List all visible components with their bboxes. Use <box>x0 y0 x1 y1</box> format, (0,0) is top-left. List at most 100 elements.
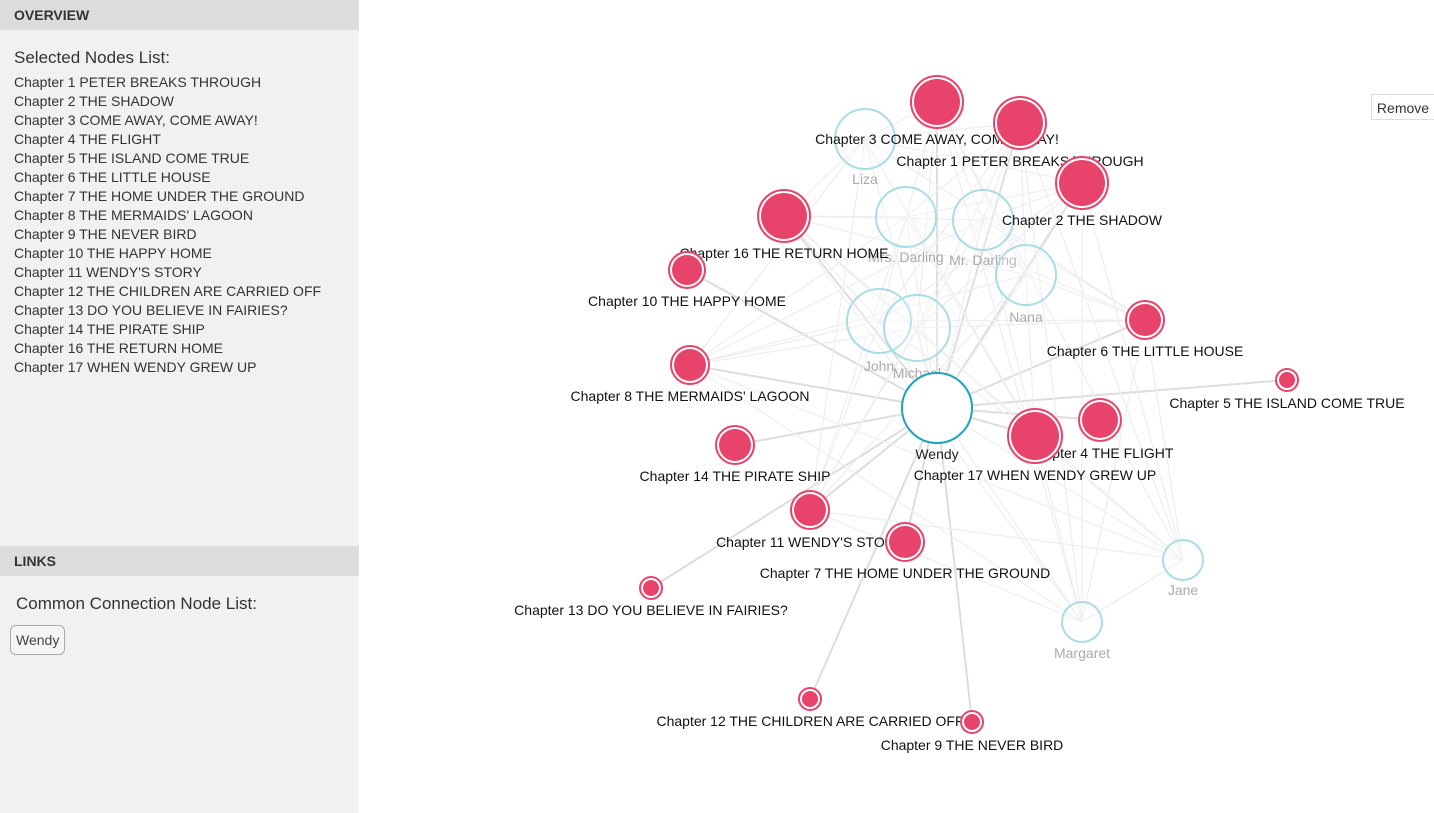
chapter-node[interactable]: Chapter 17 WHEN WENDY GREW UP <box>914 408 1156 483</box>
edge <box>783 215 1027 276</box>
chapter-node-circle[interactable] <box>889 526 921 558</box>
edge <box>936 407 1083 623</box>
edge <box>864 138 938 409</box>
chapter-node[interactable]: Chapter 4 THE FLIGHT <box>1027 398 1174 461</box>
character-label: Margaret <box>1054 645 1110 661</box>
edge <box>1144 319 1184 561</box>
chapter-node[interactable]: Chapter 8 THE MERMAIDS' LAGOON <box>571 345 810 404</box>
list-item[interactable]: Chapter 11 WENDY'S STORY <box>14 264 202 280</box>
character-node-circle[interactable] <box>952 189 1014 251</box>
list-item[interactable]: Chapter 13 DO YOU BELIEVE IN FAIRIES? <box>14 302 288 318</box>
edge <box>689 138 866 366</box>
chapter-node[interactable]: Chapter 6 THE LITTLE HOUSE <box>1047 300 1244 359</box>
chapter-node[interactable]: Chapter 13 DO YOU BELIEVE IN FAIRIES? <box>514 576 788 618</box>
character-node[interactable]: Jane <box>1162 539 1204 598</box>
chapter-label: Chapter 6 THE LITTLE HOUSE <box>1047 343 1244 359</box>
chapter-label: Chapter 11 WENDY'S STORY <box>716 534 905 550</box>
edge <box>809 327 918 511</box>
selected-nodes-list: Chapter 1 PETER BREAKS THROUGH Chapter 2… <box>14 73 321 377</box>
edge <box>878 182 1083 322</box>
sidebar: OVERVIEW Selected Nodes List: Chapter 1 … <box>0 0 359 813</box>
chapter-node-circle[interactable] <box>719 429 751 461</box>
edge <box>1019 122 1083 623</box>
chapter-node-circle[interactable] <box>1129 304 1161 336</box>
edge <box>1081 319 1146 623</box>
character-node[interactable]: John <box>846 288 912 374</box>
chapter-node[interactable]: Chapter 16 THE RETURN HOME <box>679 189 889 261</box>
edge <box>982 219 1036 437</box>
chapter-node[interactable]: Chapter 7 THE HOME UNDER THE GROUND <box>760 522 1050 581</box>
list-item[interactable]: Chapter 6 THE LITTLE HOUSE <box>14 169 211 185</box>
common-node-chip[interactable]: Wendy <box>10 625 66 655</box>
edge-layer <box>650 101 1288 723</box>
character-node[interactable]: Liza <box>834 108 896 187</box>
chapter-node-circle[interactable] <box>672 255 702 285</box>
chapter-node-circle[interactable] <box>674 349 706 381</box>
focus-node-circle[interactable] <box>901 372 973 444</box>
list-item[interactable]: Chapter 4 THE FLIGHT <box>14 131 161 147</box>
character-node-circle[interactable] <box>875 186 937 248</box>
character-node-circle[interactable] <box>995 244 1057 306</box>
chapter-node-circle[interactable] <box>914 79 960 125</box>
list-item[interactable]: Chapter 12 THE CHILDREN ARE CARRIED OFF <box>14 283 322 299</box>
chapter-node[interactable]: Chapter 12 THE CHILDREN ARE CARRIED OFF <box>656 687 964 729</box>
focus-node[interactable]: Wendy <box>901 372 973 462</box>
chapter-node-circle[interactable] <box>1059 160 1105 206</box>
edge <box>689 327 918 366</box>
edge <box>878 101 938 322</box>
character-node[interactable]: Michael <box>883 294 951 381</box>
list-item[interactable]: Chapter 16 THE RETURN HOME <box>14 340 224 356</box>
chapter-node-circle[interactable] <box>794 494 826 526</box>
chapter-node[interactable]: Chapter 14 THE PIRATE SHIP <box>640 425 831 484</box>
edge <box>809 320 880 511</box>
character-label: Jane <box>1168 582 1199 598</box>
chapter-node-circle[interactable] <box>1011 412 1059 460</box>
character-label: Nana <box>1009 309 1043 325</box>
chapter-label: Chapter 10 THE HAPPY HOME <box>588 293 786 309</box>
chapter-node-circle[interactable] <box>997 100 1043 146</box>
list-item[interactable]: Chapter 10 THE HAPPY HOME <box>14 245 212 261</box>
list-item[interactable]: Chapter 5 THE ISLAND COME TRUE <box>14 150 250 166</box>
chapter-node[interactable]: Chapter 11 WENDY'S STORY <box>716 490 905 550</box>
character-node-circle[interactable] <box>1061 601 1103 643</box>
character-node-circle[interactable] <box>834 108 896 170</box>
chapter-node[interactable]: Chapter 10 THE HAPPY HOME <box>588 251 786 309</box>
list-item[interactable]: Chapter 3 COME AWAY, COME AWAY! <box>14 112 258 128</box>
chapter-label: Chapter 9 THE NEVER BIRD <box>881 737 1064 753</box>
character-node[interactable]: Mr. Darling <box>949 189 1017 268</box>
edge <box>809 407 938 700</box>
character-node-circle[interactable] <box>1162 539 1204 581</box>
edge <box>689 364 938 409</box>
links-header: LINKS <box>0 546 359 576</box>
chapter-node[interactable]: Chapter 9 THE NEVER BIRD <box>881 710 1064 753</box>
edge <box>689 364 1184 561</box>
list-item[interactable]: Chapter 8 THE MERMAIDS' LAGOON <box>14 207 253 223</box>
focus-label: Wendy <box>915 446 958 462</box>
chapter-label: Chapter 8 THE MERMAIDS' LAGOON <box>571 388 810 404</box>
chapter-node-circle[interactable] <box>1082 402 1118 438</box>
list-item[interactable]: Chapter 1 PETER BREAKS THROUGH <box>14 74 262 90</box>
chapter-node-circle[interactable] <box>1279 372 1295 388</box>
chapter-node-circle[interactable] <box>643 580 659 596</box>
list-item[interactable]: Chapter 7 THE HOME UNDER THE GROUND <box>14 188 305 204</box>
edge <box>878 319 1146 322</box>
character-node[interactable]: Mrs. Darling <box>868 186 944 265</box>
chapter-node-circle[interactable] <box>761 193 807 239</box>
character-node-circle[interactable] <box>846 288 912 354</box>
character-label: Mr. Darling <box>949 252 1017 268</box>
character-node[interactable]: Margaret <box>1054 601 1110 661</box>
character-node-circle[interactable] <box>883 294 951 362</box>
chapter-node-circle[interactable] <box>964 714 980 730</box>
list-item[interactable]: Chapter 14 THE PIRATE SHIP <box>14 321 205 337</box>
character-node[interactable]: Nana <box>995 244 1057 325</box>
edge <box>916 319 1146 329</box>
chapter-node-circle[interactable] <box>802 691 818 707</box>
chapter-node[interactable]: Chapter 2 THE SHADOW <box>1002 156 1163 228</box>
edge <box>936 319 1146 409</box>
remove-button[interactable]: Remove <box>1371 94 1434 120</box>
list-item[interactable]: Chapter 9 THE NEVER BIRD <box>14 226 197 242</box>
chapter-node[interactable]: Chapter 5 THE ISLAND COME TRUE <box>1169 368 1405 411</box>
list-item[interactable]: Chapter 17 WHEN WENDY GREW UP <box>14 359 257 375</box>
list-item[interactable]: Chapter 2 THE SHADOW <box>14 93 175 109</box>
